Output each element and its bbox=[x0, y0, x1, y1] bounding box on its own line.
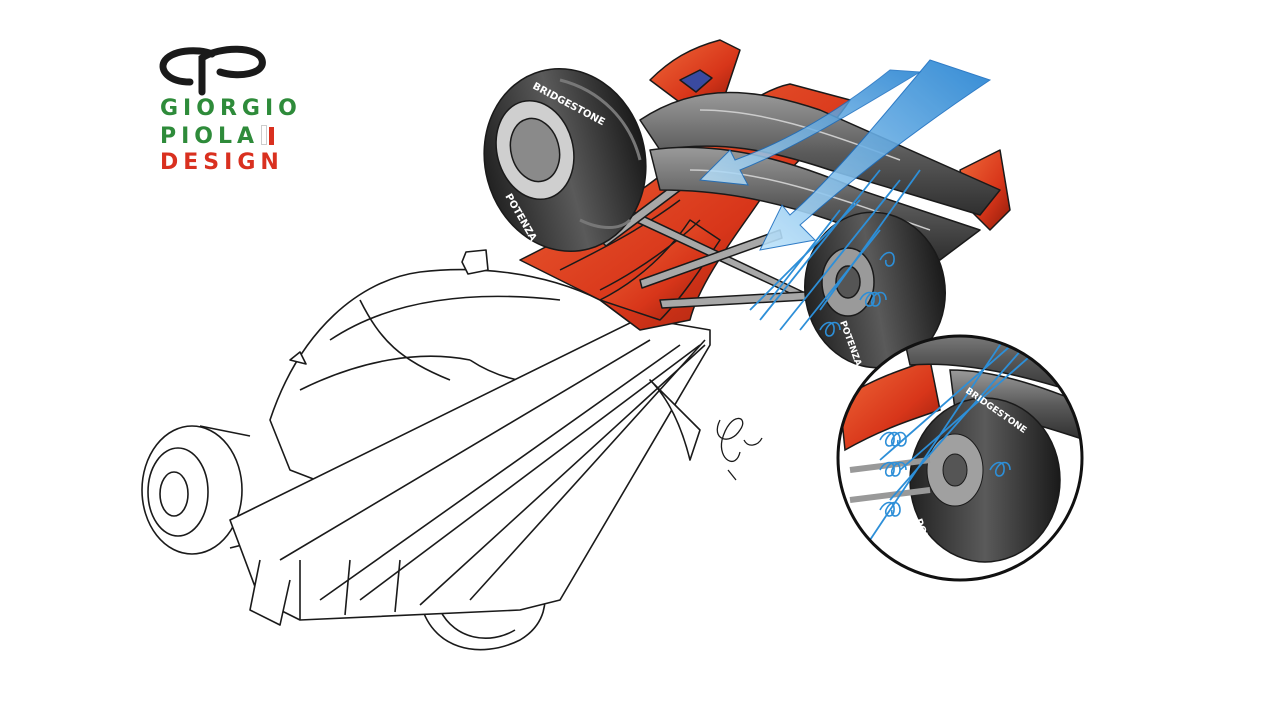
gp-monogram-icon bbox=[159, 45, 266, 96]
airflow-streamlines bbox=[749, 169, 921, 331]
logo-line-giorgio: GIORGIO bbox=[160, 96, 302, 121]
logo-line-piola: PIOLA bbox=[160, 124, 275, 149]
rear-tyre-left bbox=[141, 425, 271, 555]
magnifier-ring bbox=[836, 334, 1084, 582]
airbox-intake bbox=[461, 249, 489, 275]
logo-text-piola: PIOLA bbox=[160, 124, 260, 149]
italian-flag-bars-icon bbox=[261, 125, 268, 145]
vortex-curls bbox=[819, 251, 895, 337]
artist-signature bbox=[716, 417, 763, 481]
airflow-arrows bbox=[698, 59, 992, 251]
car-rear-outline bbox=[141, 249, 711, 651]
giorgio-piola-logo: GIORGIO PIOLA DESIGN bbox=[150, 40, 297, 180]
airflow-big-arrow bbox=[759, 59, 992, 251]
logo-line-design: DESIGN bbox=[160, 150, 284, 175]
front-tyre-top bbox=[483, 68, 647, 252]
